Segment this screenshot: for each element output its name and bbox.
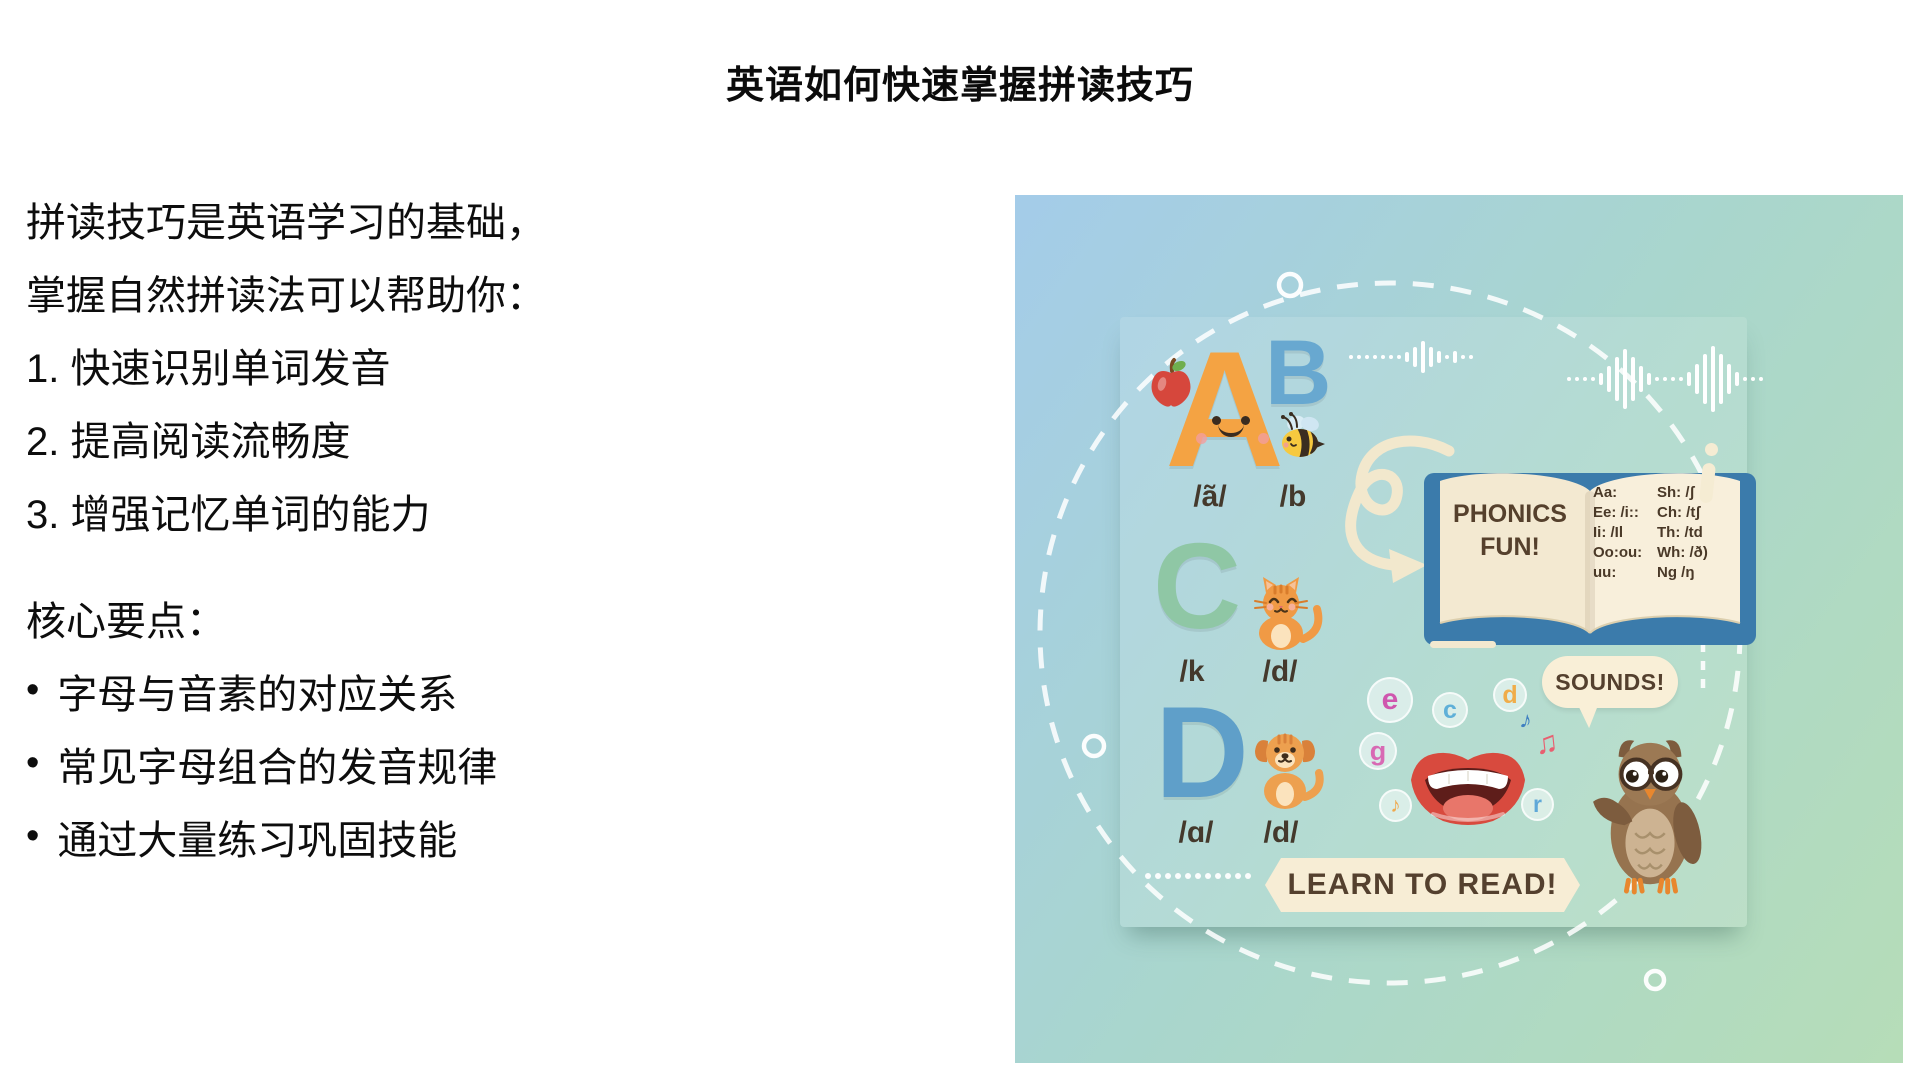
learn-to-read-banner: LEARN TO READ! [1265,858,1580,912]
numbered-point: 1. 快速识别单词发音 [26,346,391,391]
chart-cell: Aa: [1593,483,1618,501]
cat-icon [1254,577,1323,650]
bubble-letter: g [1369,735,1387,766]
letter-c: C [1153,518,1242,654]
numbered-point: 2. 提高阅读流畅度 [26,419,351,464]
phonetic-label-c: /k [1179,655,1205,688]
waveform-icon [1349,339,1473,375]
apple-icon [1151,358,1191,407]
chart-row: Oo:ou: Wh: /ð) [1593,542,1741,562]
letter-bubble: r [1521,788,1554,821]
book-icon [1424,473,1756,645]
letter-bubble: d [1493,678,1527,712]
bullet-text: 常见字母组合的发音规律 [57,745,498,790]
letter-b: B [1265,322,1332,424]
bullet-point: • 字母与音素的对应关系 [26,654,726,727]
waveform-icon [1567,343,1763,415]
intro-line: 拼读技巧是英语学习的基础， [26,200,546,245]
speech-bubble-text: SOUNDS! [1555,668,1665,695]
letter-d: D [1155,679,1249,825]
mouth-icon [1411,752,1525,825]
letter-a-eye-icon [1241,416,1250,425]
bullet-point: • 通过大量练习巩固技能 [26,800,726,873]
key-points-heading: 核心要点： [26,599,226,644]
book-underline-icon [1430,641,1496,648]
speech-bubble: SOUNDS! [1542,656,1678,708]
letter-bubble: c [1432,692,1468,728]
intro-line: 掌握自然拼读法可以帮助你： [26,273,546,318]
page-title: 英语如何快速掌握拼读技巧 [725,65,1194,107]
phonetic-label-b: /b [1279,480,1307,513]
letter-bubble: g [1359,732,1397,770]
chart-cell: Ee: /i:: [1593,503,1639,521]
letter-i-dot-icon [1705,443,1718,456]
bee-icon [1281,412,1325,457]
bullet-point: • 常见字母组合的发音规律 [26,727,726,800]
chart-row: uu: Ng /ŋ [1593,562,1741,582]
bubble-letter: e [1381,683,1399,716]
bullet-icon: • [26,815,40,857]
book-left-page-text: PHONICS FUN! [1453,500,1567,561]
chart-row: Ii: /Il Th: /td [1593,522,1741,542]
phonetic-label-a: /ã/ [1193,480,1227,513]
chart-cell: uu: [1593,563,1617,581]
letter-a-eye-icon [1212,416,1221,425]
chart-cell: Ng /ŋ [1657,563,1695,581]
banner-text: LEARN TO READ! [1287,868,1558,901]
chart-row: Ee: /i:: Ch: /tʃ [1593,502,1741,522]
dotted-line-icon [1145,873,1251,879]
music-note-bubble: ♪ [1379,789,1412,822]
bullet-text: 通过大量练习巩固技能 [57,818,458,863]
bullet-icon: • [26,669,40,711]
chart-row: Aa: Sh: /ʃ [1593,482,1741,502]
bullet-text: 字母与音素的对应关系 [57,672,458,717]
phonetic-label-d: /ɑ/ [1178,816,1214,849]
phonics-illustration: A B C [1015,195,1903,1063]
book-phonics-chart: Aa: Sh: /ʃ Ee: /i:: Ch: /tʃ Ii: /Il Th: … [1593,482,1741,582]
bullet-icon: • [26,742,40,784]
bubble-letter: d [1502,680,1518,709]
chart-cell: Th: /td [1657,523,1703,541]
phonetic-label-dog: /d/ [1263,816,1299,849]
chart-cell: Sh: /ʃ [1657,483,1695,501]
article-text: 拼读技巧是英语学习的基础， 掌握自然拼读法可以帮助你： 1. 快速识别单词发音 … [26,182,726,873]
letter-a-smile-icon [1218,421,1244,437]
letter-a-cheek-icon [1258,433,1269,444]
owl-icon [1593,740,1702,895]
numbered-point: 3. 增强记忆单词的能力 [26,492,431,537]
chart-cell: Ch: /tʃ [1657,503,1701,521]
chart-cell: Ii: /Il [1593,523,1623,541]
bubble-letter: c [1443,695,1457,724]
phonetic-label-cat: /d/ [1262,655,1298,688]
chart-cell: Oo:ou: [1593,543,1643,561]
letter-bubble: e [1367,677,1413,723]
bubble-letter: r [1533,791,1542,817]
letter-a: A [1165,317,1285,501]
music-note-icon: ♪ [1390,793,1401,817]
chart-cell: Wh: /ð) [1657,543,1708,561]
curly-arrow-icon [1345,435,1455,583]
letter-a-cheek-icon [1196,433,1207,444]
music-note-icon: ♫ [1533,723,1560,762]
dog-icon [1255,733,1324,809]
